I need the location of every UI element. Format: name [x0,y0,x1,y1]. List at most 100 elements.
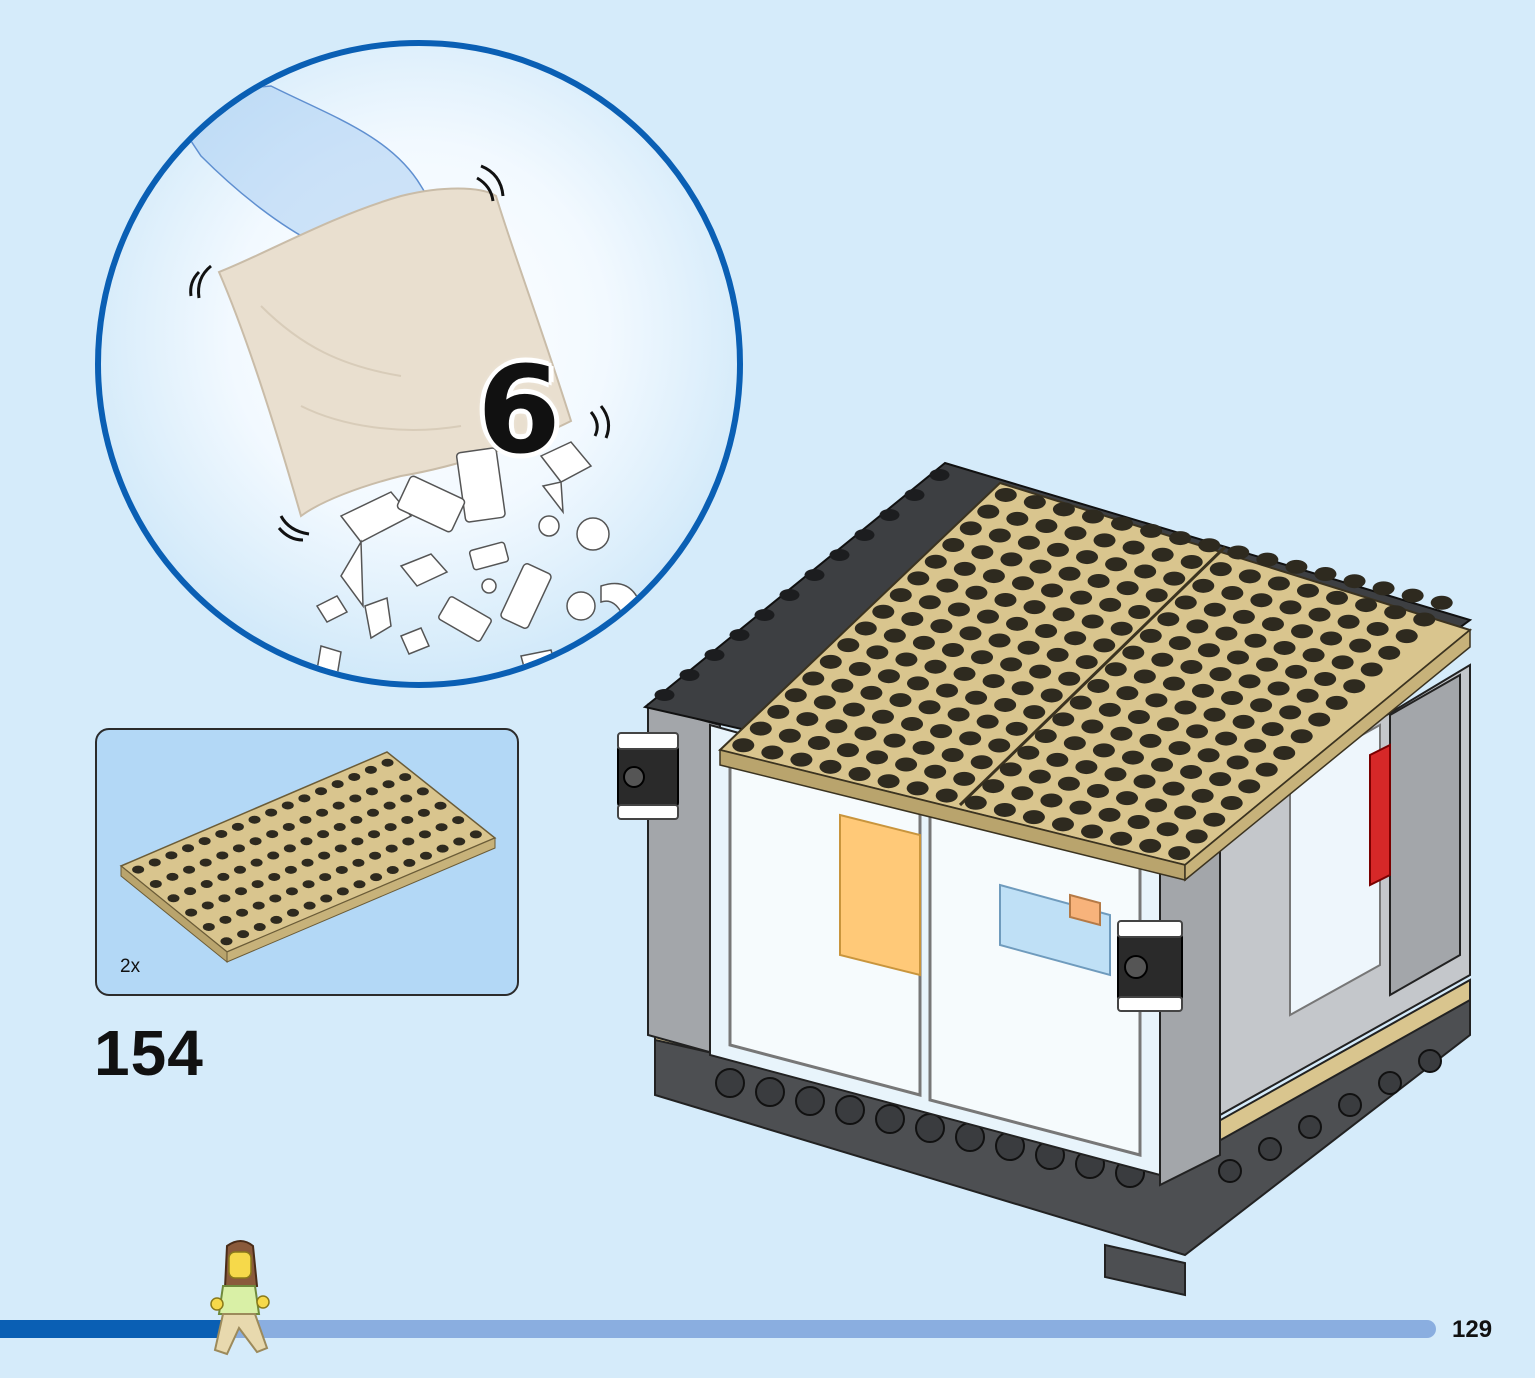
roof-stud [1174,700,1197,715]
roof-stud [1162,676,1185,691]
roof-stud [1000,657,1023,672]
plate-stud [266,830,279,839]
plate-stud [384,823,397,832]
roof-stud [1331,655,1354,670]
roof-stud [918,595,941,610]
roof-stud [999,762,1022,777]
roof-stud [1052,712,1075,727]
plate-stud [383,801,396,810]
roof-stud [1139,733,1162,748]
roof-stud [994,487,1017,502]
roof-stud [941,748,964,762]
roof-stud [993,802,1016,817]
plate-stud [132,865,145,874]
roof-stud [854,621,877,636]
roof-stud [1092,743,1115,758]
roof-stud [947,707,970,722]
roof-stud [1227,545,1250,560]
plate-stud [402,837,415,846]
roof-stud [1174,595,1197,610]
plate-stud [253,923,266,932]
roof-stud [935,788,958,803]
roof-stud [1261,722,1284,737]
roof-stud [1087,678,1110,693]
roof-stud [831,678,854,693]
tan-plate-6x16-icon [119,751,497,964]
roof-stud [1017,745,1040,760]
roof-stud [1209,667,1232,682]
roof-stud [1006,511,1029,526]
roof-stud [842,702,865,717]
roof-stud [1139,628,1162,643]
plate-stud [336,887,349,896]
frame-stud [929,469,950,481]
roof-stud [761,745,784,760]
roof-stud [1145,798,1168,813]
roof-stud [1191,788,1214,803]
roof-stud [1180,764,1203,779]
roof-stud [1022,810,1045,825]
roof-stud [1308,607,1331,622]
roof-stud [1185,829,1208,844]
frame-stud [654,689,675,701]
plate-stud [200,880,213,889]
roof-stud [790,752,813,767]
roof-stud [1064,526,1087,541]
roof-stud [1029,664,1052,679]
roof-stud [1279,705,1302,720]
base-holes [715,1049,1442,1188]
roof-stud [1267,576,1290,591]
roof-studs [732,487,1453,861]
plate-stud [268,872,281,881]
building-model-graphic [617,461,1473,1297]
roof-stud [1320,631,1343,646]
plate-stud [365,787,378,796]
roof-stud [1151,547,1174,562]
plate-stud [220,937,233,946]
roof-stud [1221,691,1244,705]
roof-stud [982,674,1005,689]
roof-stud [1140,523,1163,538]
roof-stud [732,738,755,753]
roof-stud [825,719,848,734]
plate-stud [265,808,278,817]
plate-stud [215,829,228,838]
roof-stud [813,695,836,710]
plate-stud [165,851,178,860]
frame-stud [904,489,925,501]
roof-stud [1273,640,1296,655]
roof-stud [1093,638,1116,653]
plate-stud [369,851,382,860]
roof-stud [1337,614,1360,629]
plate-stud [185,908,198,917]
plate-stud [251,880,264,889]
frame-stud [804,569,825,581]
plate-stud [319,873,332,882]
roof-stud [1169,531,1192,546]
bag-open-illustration: 6 [95,40,743,688]
plate-stud [352,858,365,867]
roof-stud [994,592,1017,607]
roof-stud [959,626,982,641]
roof-stud [976,609,999,624]
roof-stud [1349,638,1372,653]
roof-stud [1285,664,1308,679]
roof-stud [1058,671,1081,686]
roof-stud [819,654,842,669]
roof-stud [1174,805,1197,820]
roof-stud [860,685,883,700]
plate-stud [231,822,244,831]
roof-stud [953,561,976,576]
plate-stud [400,794,413,803]
roof-stud [971,650,994,665]
frame-studs [654,469,950,701]
plate-stud [370,873,383,882]
roof-stud [1052,502,1075,517]
plate-stud [385,844,398,853]
roof-stud [930,724,953,739]
roof-stud [1098,807,1121,822]
frame-stud [879,509,900,521]
roof-stud [1076,550,1099,565]
plate-stud [219,915,232,924]
roof-stud [906,676,929,691]
